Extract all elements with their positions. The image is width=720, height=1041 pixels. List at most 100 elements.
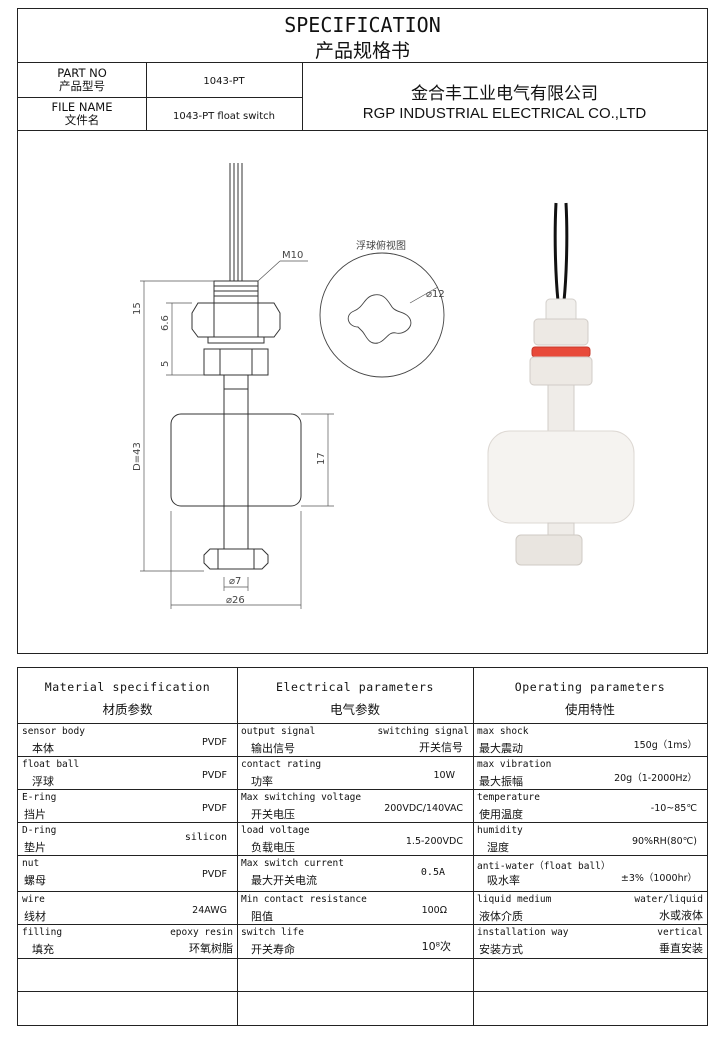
param-name-en: Max switching voltage — [241, 792, 362, 803]
spec-header: SPECIFICATION 产品规格书 PART NO 产品型号 1043-PT… — [17, 8, 708, 131]
param-name-en: max vibration — [477, 759, 552, 770]
param-value: PVDF — [201, 869, 227, 880]
file-name-label-en: FILE NAME — [51, 100, 113, 114]
thread-stem — [213, 280, 259, 304]
float-body — [170, 413, 302, 507]
param-name-en: Min contact resistance — [241, 894, 367, 905]
param-value: 10⁸次 — [421, 940, 451, 953]
param-value: 1.5-200VDC — [405, 836, 463, 847]
param-name-en: E-ring — [22, 792, 57, 803]
dim-15: 15 — [132, 302, 143, 315]
param-name-cn: 功率 — [251, 775, 273, 788]
param-value-cn: 环氧树脂 — [189, 942, 233, 955]
param-name-en: load voltage — [241, 825, 310, 836]
table-row: max shock 最大震动 150g（1ms） — [473, 723, 707, 756]
table-row: temperature 使用温度 -10~85℃ — [473, 789, 707, 822]
dim-dia26: ⌀26 — [226, 595, 245, 606]
table-row: Min contact resistance 阻值 100Ω — [237, 891, 473, 924]
param-name-en: liquid medium — [477, 894, 552, 905]
lower-hex — [203, 348, 269, 376]
param-name-cn: 开关电压 — [251, 808, 295, 821]
divider — [18, 789, 707, 790]
param-name-en: humidity — [477, 825, 523, 836]
param-name-cn: 开关寿命 — [251, 943, 295, 956]
divider — [473, 668, 474, 1025]
dim-43: D=43 — [132, 442, 143, 471]
param-name-en: temperature — [477, 792, 540, 803]
param-name-cn: 使用温度 — [479, 808, 523, 821]
part-no-value: 1043-PT — [203, 76, 245, 87]
table-row: float ball 浮球 PVDF — [18, 756, 237, 789]
col-header-cn: 材质参数 — [102, 702, 153, 717]
col-header-en: Material specification — [44, 680, 211, 694]
top-nut — [191, 302, 281, 338]
param-value: 0.5A — [420, 867, 445, 878]
param-name-cn: 线材 — [24, 910, 46, 923]
divider — [18, 723, 707, 724]
company-name-en: RGP INDUSTRIAL ELECTRICAL CO.,LTD — [362, 105, 647, 122]
param-name-cn: 本体 — [32, 742, 54, 755]
param-value-en: vertical — [657, 927, 703, 938]
product-photo — [487, 202, 635, 566]
divider — [18, 97, 302, 98]
param-value-en: water/liquid — [634, 894, 703, 905]
divider — [18, 958, 707, 959]
table-row: anti-water（float ball） 吸水率 ±3%（1000hr） — [473, 855, 707, 891]
param-name-cn: 阻值 — [251, 910, 273, 923]
param-name-en: nut — [22, 858, 40, 869]
param-name-en: Max switch current — [241, 858, 344, 869]
table-row: E-ring 挡片 PVDF — [18, 789, 237, 822]
file-name-label-cn: 文件名 — [64, 113, 100, 127]
col-header-cn: 电气参数 — [329, 702, 380, 717]
part-no-label: PART NO 产品型号 — [18, 67, 146, 93]
param-name-cn: 最大震动 — [479, 742, 523, 755]
table-row: switch life 开关寿命 10⁸次 — [237, 924, 473, 958]
param-value: -10~85℃ — [650, 803, 697, 814]
param-value: PVDF — [201, 737, 227, 748]
divider — [18, 924, 707, 925]
param-name-en: D-ring — [22, 825, 57, 836]
title-en: SPECIFICATION — [284, 13, 441, 37]
table-row: Max switch current 最大开关电流 0.5A — [237, 855, 473, 891]
top-view-label: 浮球俯视图 — [356, 239, 406, 252]
top-view-cross — [347, 294, 412, 344]
param-value: 150g（1ms） — [633, 740, 697, 751]
table-row: D-ring 垫片 silicon — [18, 822, 237, 855]
table-row: humidity 湿度 90%RH(80℃) — [473, 822, 707, 855]
table-row: Max switching voltage 开关电压 200VDC/140VAC — [237, 789, 473, 822]
table-row: load voltage 负载电压 1.5-200VDC — [237, 822, 473, 855]
param-name-en: float ball — [22, 759, 80, 770]
dim-dia7: ⌀7 — [229, 576, 241, 587]
param-value: 24AWG — [192, 905, 227, 916]
company-name-cn: 金合丰工业电气有限公司 — [411, 84, 598, 104]
param-value: PVDF — [201, 770, 227, 781]
param-value-cn: 垂直安装 — [659, 942, 703, 955]
param-value: ±3%（1000hr） — [620, 873, 697, 884]
table-row: max vibration 最大振幅 20g（1-2000Hz） — [473, 756, 707, 789]
dim-dia12: ⌀12 — [426, 289, 445, 300]
param-value: 200VDC/140VAC — [384, 803, 463, 814]
divider — [302, 63, 303, 131]
param-value-cn: 水或液体 — [659, 909, 703, 922]
param-name-en: contact rating — [241, 759, 322, 770]
part-no-label-cn: 产品型号 — [59, 79, 105, 93]
bottom-nut — [203, 548, 269, 570]
table-row: installation way 安装方式 vertical 垂直安装 — [473, 924, 707, 958]
param-name-en: output signal — [241, 726, 316, 737]
top-view-circle — [319, 252, 445, 378]
table-row: liquid medium 液体介质 water/liquid 水或液体 — [473, 891, 707, 924]
divider — [18, 891, 707, 892]
technical-drawing-area: M10 15 6.6 5 D=43 17 ⌀7 ⌀26 浮球俯视图 ⌀12 — [17, 131, 708, 654]
param-name-cn: 安装方式 — [479, 943, 523, 956]
param-name-en: anti-water（float ball） — [477, 861, 611, 872]
technical-drawing: M10 15 6.6 5 D=43 17 ⌀7 ⌀26 浮球俯视图 ⌀12 — [132, 163, 635, 609]
param-name-cn: 液体介质 — [479, 910, 523, 923]
param-name-cn: 湿度 — [487, 841, 509, 854]
divider — [18, 822, 707, 823]
param-value-en: switching signal — [377, 726, 469, 737]
divider — [18, 991, 707, 992]
param-value: 90%RH(80℃) — [631, 836, 697, 847]
param-name-cn: 浮球 — [32, 775, 54, 788]
col-header-en: Electrical parameters — [276, 680, 434, 694]
param-name-cn: 最大开关电流 — [251, 874, 317, 887]
